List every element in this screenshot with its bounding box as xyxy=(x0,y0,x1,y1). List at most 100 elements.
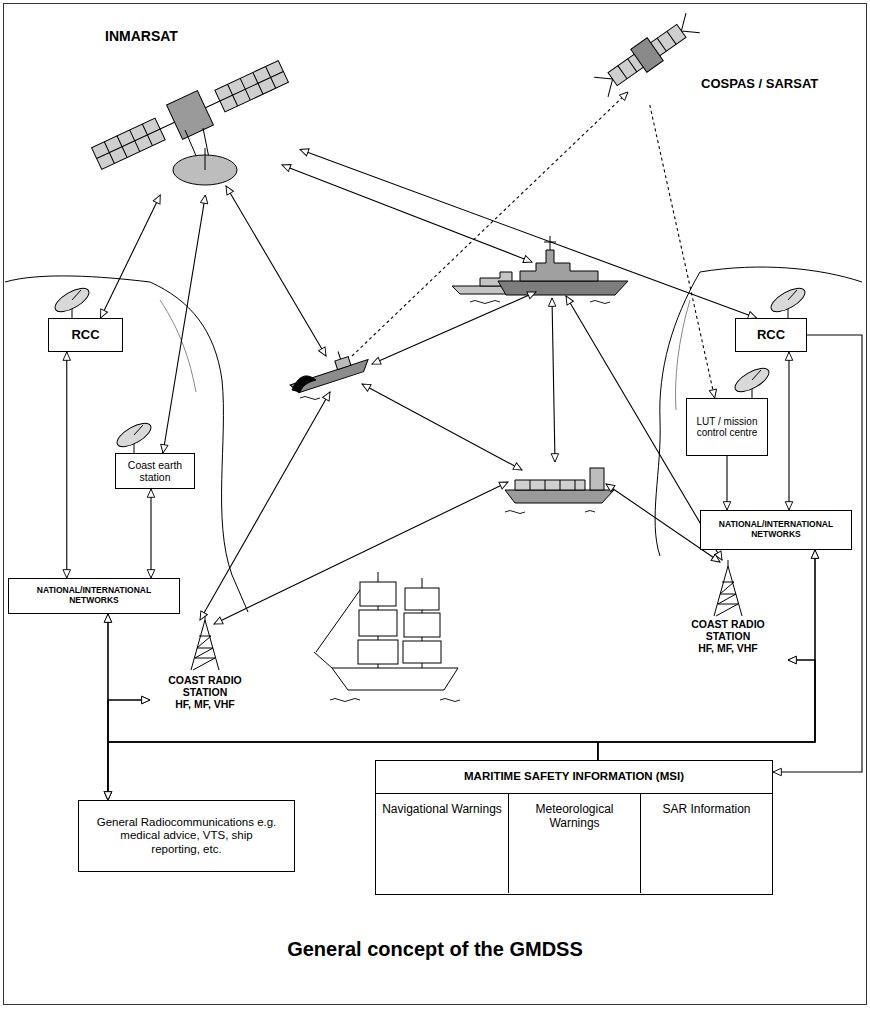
waves-part xyxy=(505,511,525,514)
ship-part xyxy=(359,610,397,636)
connector xyxy=(150,489,151,578)
ship xyxy=(285,236,628,690)
coastline xyxy=(5,267,862,612)
ship-part xyxy=(285,343,371,394)
ship-part xyxy=(404,613,440,637)
radio-mast-part xyxy=(714,560,742,616)
cospas-sarsat-satellite-part xyxy=(593,11,701,98)
satellite-node: INMARSAT xyxy=(85,20,300,195)
rcc-box: RCC xyxy=(735,318,807,352)
dish-antenna-part-part xyxy=(788,290,797,300)
info-box: General Radiocommunications e.g. medical… xyxy=(78,800,295,872)
dish-antenna-part xyxy=(732,364,773,398)
ship-part xyxy=(515,480,585,490)
ship-part xyxy=(360,582,396,606)
connector xyxy=(300,150,757,319)
ship-part-part xyxy=(290,360,371,395)
node-label: RCC xyxy=(757,328,785,343)
node-label: SAR Information xyxy=(647,803,766,817)
node-label: LUT / mission control centre xyxy=(692,416,762,439)
waves-part xyxy=(330,699,360,702)
radio-mast-part xyxy=(191,614,219,670)
ship-part xyxy=(358,640,398,664)
dish-antenna-part xyxy=(768,284,809,318)
dish-antenna-part-part xyxy=(72,290,81,300)
coastline-part xyxy=(676,300,690,410)
earth-station-box: Coast earth station xyxy=(115,453,195,489)
coast-station: COAST RADIO STATIONHF, MF, VHF xyxy=(668,562,788,692)
radio-mast xyxy=(191,560,742,670)
inmarsat-satellite-part-part xyxy=(215,61,289,112)
waves-part xyxy=(585,511,595,513)
node-label: COAST RADIO STATION xyxy=(683,618,773,642)
radio-link xyxy=(200,92,722,624)
dish-antenna-part-part xyxy=(752,370,761,380)
connector xyxy=(773,335,862,772)
radio-link-part xyxy=(226,186,326,356)
connector xyxy=(726,456,727,510)
connector xyxy=(598,550,815,760)
connector xyxy=(788,352,789,510)
node-label: General Radiocommunications e.g. medical… xyxy=(95,816,278,856)
frame xyxy=(4,4,867,1005)
satellite-node: COSPAS / SARSAT xyxy=(585,5,825,105)
coastline-part xyxy=(160,300,196,392)
radio-mast-part-part xyxy=(714,560,742,616)
connector xyxy=(108,700,150,800)
inmarsat-satellite-part-part xyxy=(215,61,289,112)
coastline-part xyxy=(5,276,248,612)
ship-part-part xyxy=(335,357,351,370)
ship-part xyxy=(498,281,628,295)
rcc-box: RCC xyxy=(48,318,123,352)
network-box: NATIONAL/INTERNATIONAL NETWORKS xyxy=(8,578,180,614)
ship-part xyxy=(505,490,614,503)
connector xyxy=(108,614,598,760)
node-label: COSPAS / SARSAT xyxy=(701,77,818,92)
dish-antenna-part-part xyxy=(52,284,93,317)
connector xyxy=(163,195,205,453)
node-label: RCC xyxy=(71,328,99,343)
node-label: HF, MF, VHF xyxy=(175,698,235,710)
coast-station: COAST RADIO STATIONHF, MF, VHF xyxy=(150,618,260,734)
node-label: HF, MF, VHF xyxy=(698,642,758,654)
msi-cell: Navigational Warnings xyxy=(376,793,508,893)
node-label: Meteorological Warnings xyxy=(515,803,634,831)
waves-part xyxy=(300,397,320,400)
connector xyxy=(101,195,161,318)
cospas-sarsat-satellite-part-part xyxy=(631,38,663,72)
ship-part xyxy=(530,480,575,490)
cospas-sarsat-satellite-part-part xyxy=(608,24,686,85)
ship-part xyxy=(403,641,441,663)
inmarsat-satellite-part-part xyxy=(92,118,166,169)
radio-link-part xyxy=(214,482,508,624)
ship-part xyxy=(332,668,458,690)
msi-cell: SAR Information xyxy=(640,793,772,893)
connector xyxy=(650,105,715,398)
node-label: NATIONAL/INTERNATIONAL NETWORKS xyxy=(14,586,174,606)
node-label: COAST RADIO STATION xyxy=(160,674,250,698)
msi-table: MARITIME SAFETY INFORMATION (MSI) Navigat… xyxy=(375,760,773,895)
caption: General concept of the GMDSS xyxy=(0,938,870,961)
ship-part-part xyxy=(338,352,340,360)
radio-link-part xyxy=(282,165,532,262)
node-label: MARITIME SAFETY INFORMATION (MSI) xyxy=(376,761,772,783)
cospas-sarsat-satellite xyxy=(593,11,701,98)
dish-antenna-part-part xyxy=(114,419,155,452)
radio-link-part xyxy=(352,92,628,356)
coastline-part xyxy=(655,267,862,556)
inmarsat-satellite xyxy=(89,54,292,185)
node-label: NATIONAL/INTERNATIONAL NETWORKS xyxy=(706,520,846,540)
cospas-sarsat-satellite-part-part xyxy=(618,31,676,79)
inmarsat-satellite-part-part xyxy=(167,91,214,140)
inmarsat-satellite-part-part xyxy=(92,118,166,169)
radio-link-part xyxy=(552,298,555,462)
lut-box: LUT / mission control centre xyxy=(686,398,768,456)
connector xyxy=(66,352,67,578)
waves-part xyxy=(440,699,460,702)
radio-link-part xyxy=(362,384,522,470)
dish-antenna-part-part xyxy=(768,284,809,317)
ship-part xyxy=(590,468,604,490)
waves-part xyxy=(470,301,500,304)
node-label: INMARSAT xyxy=(105,28,178,44)
